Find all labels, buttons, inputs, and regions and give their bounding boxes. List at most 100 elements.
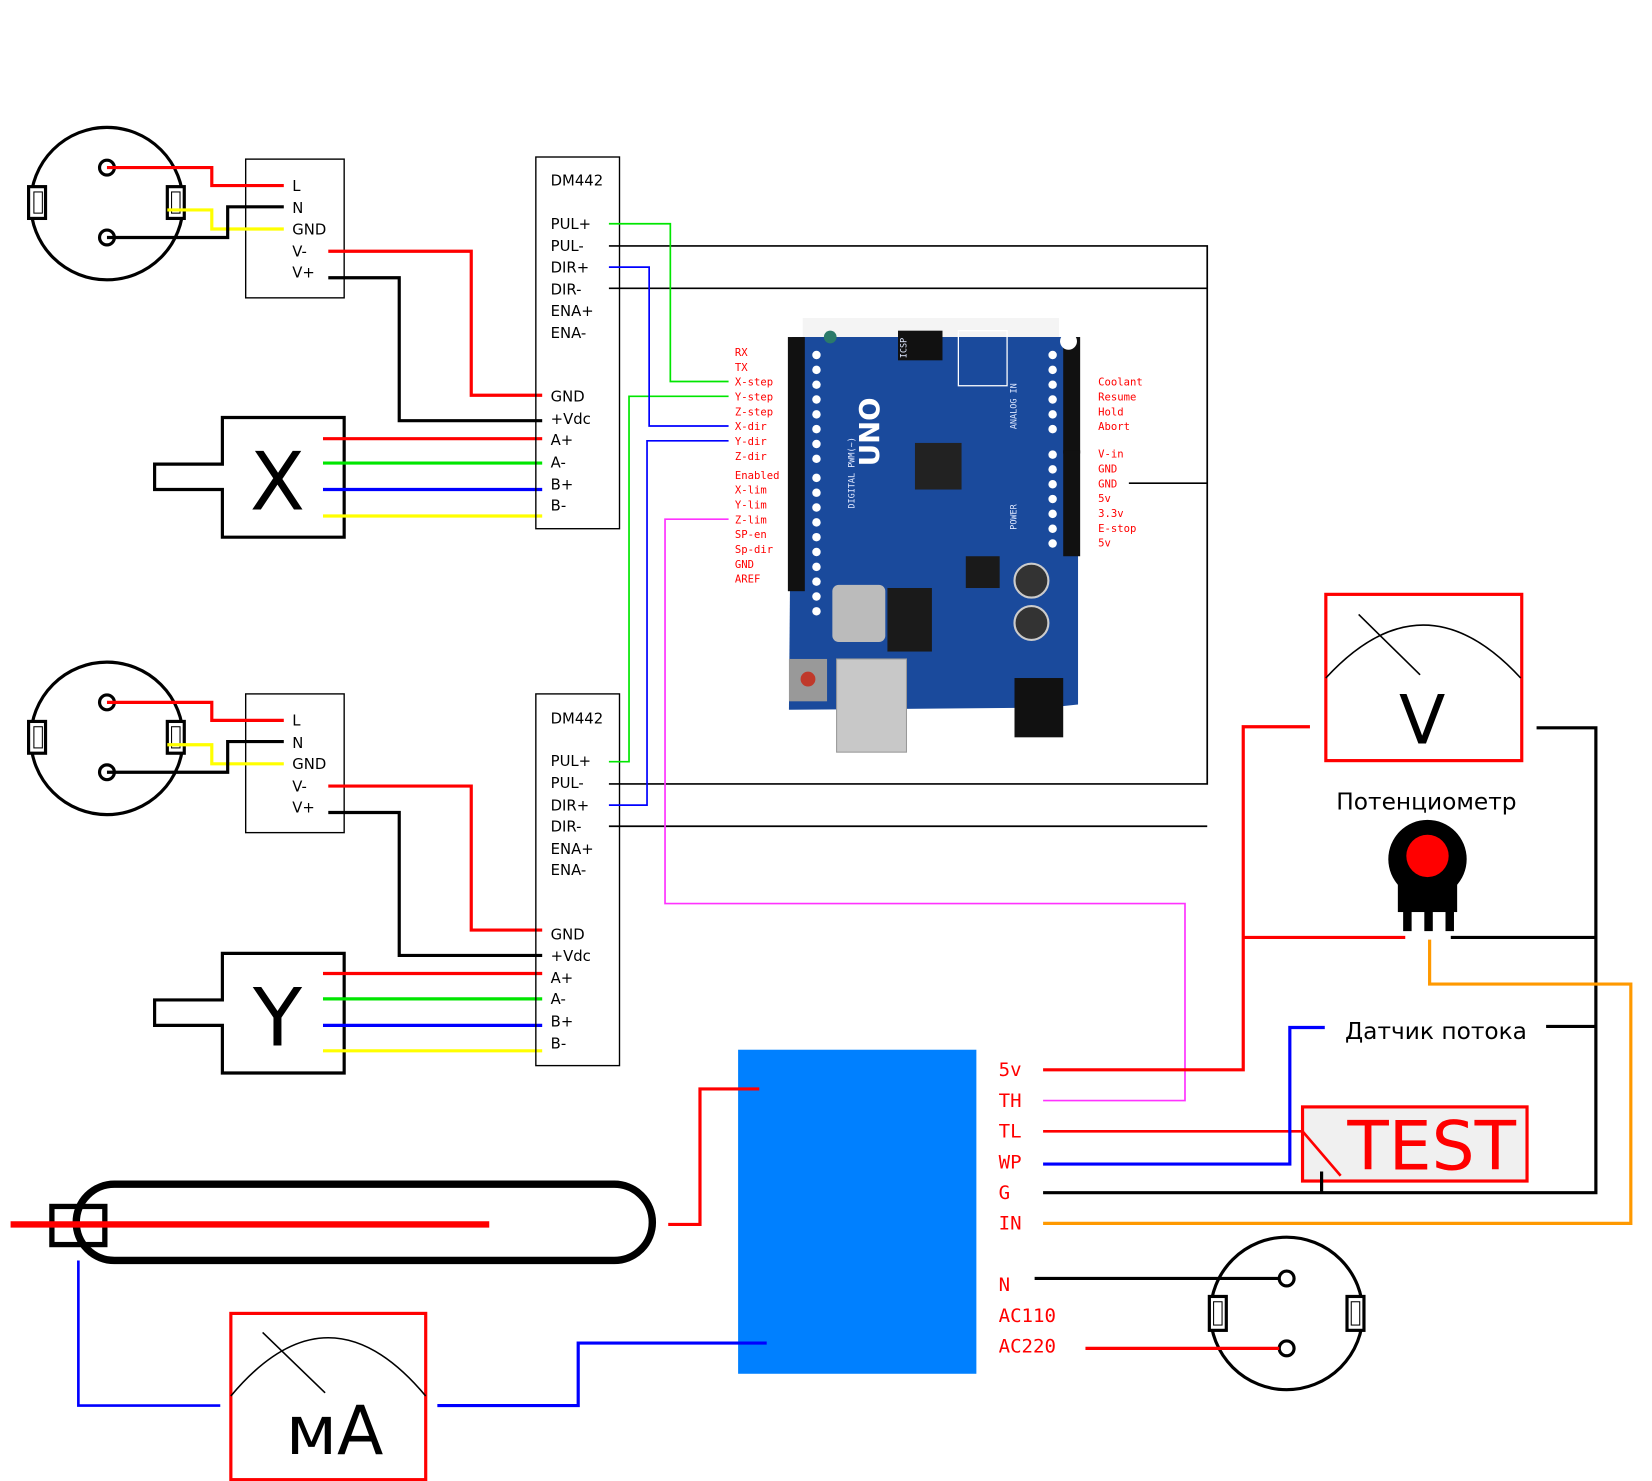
crystal-oscillator [832, 584, 886, 643]
psu-pin-label: L [292, 713, 301, 730]
psu-pin-label: L [292, 178, 301, 195]
driver-pin: DIR+ [551, 259, 589, 276]
dc-jack [1014, 678, 1064, 738]
arduino-right-pin-labels: Coolant Resume Hold Abort V-in GND GND 5… [1098, 377, 1143, 550]
icsp-header [898, 330, 943, 361]
pin-label: X-lim [735, 485, 767, 497]
digital-label: DIGITAL PWM(~) [847, 437, 857, 508]
driver-pin: A- [551, 991, 566, 1008]
stepper-motor-x: X [153, 415, 346, 539]
psu-pin-label: GND [292, 756, 326, 773]
pin-label: Sp-dir [735, 544, 773, 556]
pin-label: Z-lim [735, 514, 767, 526]
test-button-label: TEST [1346, 1106, 1516, 1185]
analog-label: ANALOG IN [1009, 383, 1019, 429]
psu-pin-label: N [292, 200, 303, 217]
milliammeter-label: мА [286, 1391, 383, 1470]
plug-y-wires [106, 700, 543, 958]
driver-pin: B- [551, 1036, 567, 1053]
arduino-left-pin-labels: RX TX X-step Y-step Z-step X-dir Y-dir Z… [735, 347, 780, 586]
driver-pin: PUL- [551, 238, 584, 255]
pin-label: E-stop [1098, 523, 1136, 535]
pin-label: Hold [1098, 406, 1123, 418]
pin-label: Z-step [735, 406, 773, 418]
driver-pin: GND [551, 927, 585, 944]
potentiometer-label: Потенциометр [1336, 788, 1516, 815]
icsp-label: ICSP [898, 338, 908, 358]
driver-title: DM442 [551, 173, 603, 190]
pin-label: TX [735, 362, 748, 374]
driver-pin: A+ [551, 432, 574, 449]
pin-label: X-dir [735, 421, 767, 433]
driver-pin: PUL- [551, 775, 584, 792]
motor-x-wires [322, 437, 543, 518]
driver-pin: PUL+ [551, 753, 591, 770]
motor-y-wires [322, 971, 543, 1053]
stepper-motor-y: Y [153, 951, 346, 1075]
voltmeter-label: V [1399, 681, 1445, 760]
pin-label: AREF [735, 574, 760, 586]
psu-pin-label: V- [292, 778, 307, 795]
power-plug-ac [1207, 1235, 1366, 1392]
pin-label: Y-dir [735, 436, 767, 448]
driver-pin: A- [551, 454, 566, 471]
voltmeter: V [1324, 592, 1524, 763]
controller-ac-pin: AC110 [999, 1305, 1056, 1327]
driver-pin: +Vdc [551, 411, 591, 428]
arduino-uno-board: UNO DIGITAL PWM(~) ANALOG IN POWER ICSP [787, 317, 1081, 753]
driver-pin: ENA+ [551, 841, 594, 858]
driver-pin: GND [551, 389, 585, 406]
pin-label: GND [735, 559, 754, 571]
driver-pin: DIR+ [551, 797, 589, 814]
digital-header-pins [812, 350, 821, 616]
pin-label: SP-en [735, 529, 767, 541]
ac-wires [1034, 1276, 1280, 1350]
controller-pin: TL [999, 1121, 1022, 1143]
psu-pin-label: GND [292, 221, 326, 238]
power-plug-x [27, 125, 186, 282]
controller-ac-pin: AC220 [999, 1336, 1056, 1358]
board-label: UNO [854, 397, 886, 466]
stepper-driver-y: DM442 PUL+ PUL- DIR+ DIR- ENA+ ENA- GND … [535, 693, 621, 1067]
pin-label: X-step [735, 377, 773, 389]
laser-tube [10, 1180, 657, 1265]
controller-pin: TH [999, 1090, 1022, 1112]
test-button[interactable]: TEST [1300, 1105, 1529, 1185]
driver-pin: A+ [551, 970, 574, 987]
driver-pin: +Vdc [551, 948, 591, 965]
needle-icon [1358, 613, 1421, 676]
controller-pin: IN [999, 1213, 1022, 1235]
motor-x-label: X [250, 435, 305, 529]
motor-y-label: Y [252, 970, 303, 1064]
pin-label: V-in [1098, 449, 1123, 461]
driver-pin: B- [551, 498, 567, 515]
power-plug-y [27, 660, 186, 817]
driver-pin: B+ [551, 477, 574, 494]
driver-pin: ENA- [551, 862, 587, 879]
analog-header-pins [1048, 350, 1057, 548]
controller-pin: WP [999, 1151, 1022, 1173]
power-label: POWER [1009, 503, 1019, 529]
driver-pin: ENA- [551, 325, 587, 342]
controller-pin: G [999, 1182, 1010, 1204]
controller-pin-labels: 5v TH TL WP G IN N AC110 AC220 [999, 1059, 1056, 1357]
needle-icon [262, 1331, 326, 1394]
pin-label: Y-step [735, 392, 773, 404]
pin-label: Resume [1098, 392, 1136, 404]
potentiometer[interactable] [1388, 819, 1467, 932]
pin-label: Coolant [1098, 377, 1143, 389]
tube-wires [77, 1087, 767, 1408]
pin-label: 5v [1098, 493, 1111, 505]
potentiometer-knob[interactable] [1406, 834, 1449, 878]
pin-label: Enabled [735, 470, 780, 482]
controller-pin: 5v [999, 1059, 1022, 1081]
pin-label: GND [1098, 464, 1117, 476]
pin-label: Y-lim [735, 500, 767, 512]
controller-ac-pin: N [999, 1274, 1010, 1296]
flow-sensor-label: Датчик потока [1345, 1018, 1527, 1045]
pin-label: Z-dir [735, 451, 767, 463]
pin-label: 5v [1098, 538, 1111, 550]
control-wires [1043, 725, 1633, 1225]
psu-pin-label: V- [292, 244, 307, 261]
